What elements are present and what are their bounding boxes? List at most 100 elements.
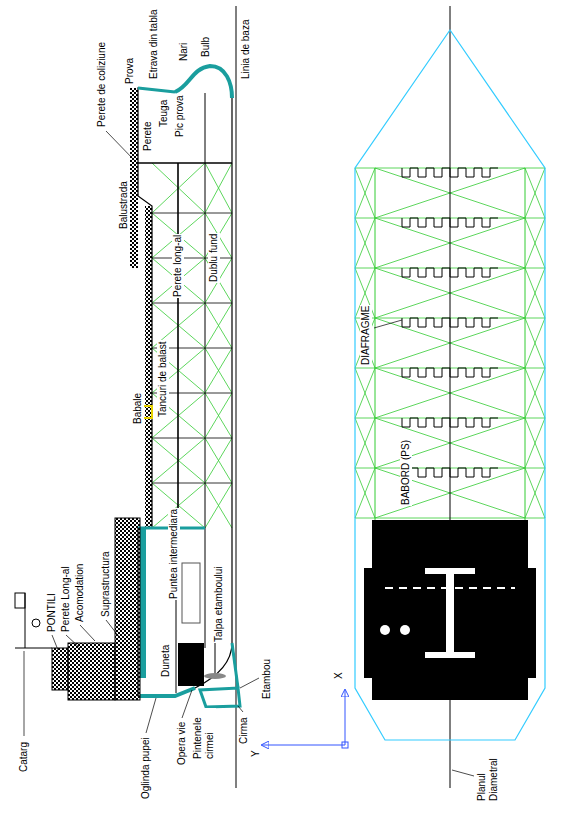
part-label: Planul Diametral [476,752,500,802]
plan-hull [355,30,545,740]
teal-band [140,528,146,678]
hatch-stroke [355,468,375,518]
hatch-stroke [205,393,232,438]
axis [342,742,348,748]
part-label: Talpa etamboului [213,565,225,643]
hatch-stroke [525,418,545,468]
bollard [143,406,152,418]
hatch-stroke [205,163,232,213]
hatch-stroke [525,468,545,518]
part-label: Perete Long-al [60,565,72,633]
hull-outline [138,66,232,696]
mast [15,593,25,608]
hatch-stroke [525,418,545,468]
diaphragms [402,168,498,477]
part-label: X [333,671,345,680]
poop-block [178,643,204,686]
part-label: Dublu fund [208,233,220,283]
hatch-stroke [355,168,375,218]
double-bottom [205,93,206,648]
accommodation [68,643,115,700]
hatch-stroke [205,303,232,348]
part-label: DIAFRAGME [360,305,372,366]
part-label: Catarg [18,741,30,773]
part-label: BABORD (PS) [400,439,412,506]
hatch-stroke [525,168,545,218]
hatch-stroke [525,368,545,418]
hatch-stroke [355,368,375,418]
plan-superstructure [364,568,536,678]
hatch-stroke [205,438,232,483]
part-label: Prova [124,57,136,85]
superstructure [115,518,140,700]
diaphragm [402,218,498,227]
part-label: Linia de baza [240,19,252,81]
hatch-stroke [205,303,232,348]
part-label: Bulb [200,36,212,58]
part-label: Etambou [261,658,273,700]
hatch-stroke [152,438,232,439]
hatch-stroke [355,418,375,468]
part-label: Y [250,749,262,758]
hatch-stroke [205,483,232,528]
bulb [175,66,232,98]
axis [345,690,346,745]
railing [130,88,138,268]
hatch-stroke [152,213,232,214]
hatch-stroke [355,218,375,268]
part-label: Pintenele cirmei [192,708,216,760]
hatch-stroke [205,348,232,393]
part-label: Opera vie [176,721,188,766]
diaphragm [402,168,498,177]
hatch-stroke [152,303,232,304]
sole-piece [232,643,238,688]
hatch-stroke [525,318,545,368]
part-label: PONTILI [46,592,58,633]
porthole [380,625,390,635]
bridge [52,648,68,690]
hatch-stroke [525,168,545,218]
hatch-stroke [525,268,545,318]
hatch-shape [425,568,475,574]
part-label: Acomodation [74,563,86,623]
hatch-stroke [525,218,545,268]
hatch-shape [425,652,475,658]
hatch-stroke [525,218,545,268]
hatch-stroke [152,258,232,259]
part-label: Teuga [158,99,170,128]
diaphragm [402,268,498,277]
collision-bulkhead [138,162,232,164]
part-label: Suprastructura [100,550,112,618]
hatch-stroke [205,393,232,438]
diaphragm [402,368,498,377]
part-label: Nari [178,42,190,62]
hatch-stroke [152,483,232,484]
part-label: Cirma [238,716,250,745]
hatch-stroke [355,468,375,518]
hatch-shape [446,568,454,658]
diaphragm [402,468,498,477]
part-label: Duneta [160,644,172,678]
long-bulkhead [177,163,179,528]
part-label: Perete [142,121,154,152]
hatch-stroke [205,348,232,393]
part-label: Puntea intermediara [168,508,180,600]
porthole [400,625,410,635]
hatch-stroke [205,438,232,483]
engine [182,563,200,623]
diaphragm [402,318,498,327]
part-label: Tancuri de balast [157,340,169,418]
diaphragm [402,418,498,427]
part-label: Perete long-al [172,234,184,298]
part-label: Balustrada [118,180,130,230]
propeller [204,673,226,679]
hatch-stroke [205,163,232,213]
transom [140,688,195,696]
hatch-stroke [355,168,375,218]
hatch-stroke [355,418,375,468]
hatch-stroke [205,483,232,528]
part-label: Etrava din tabla [148,9,160,81]
rudder [200,688,240,707]
hatch-stroke [355,218,375,268]
